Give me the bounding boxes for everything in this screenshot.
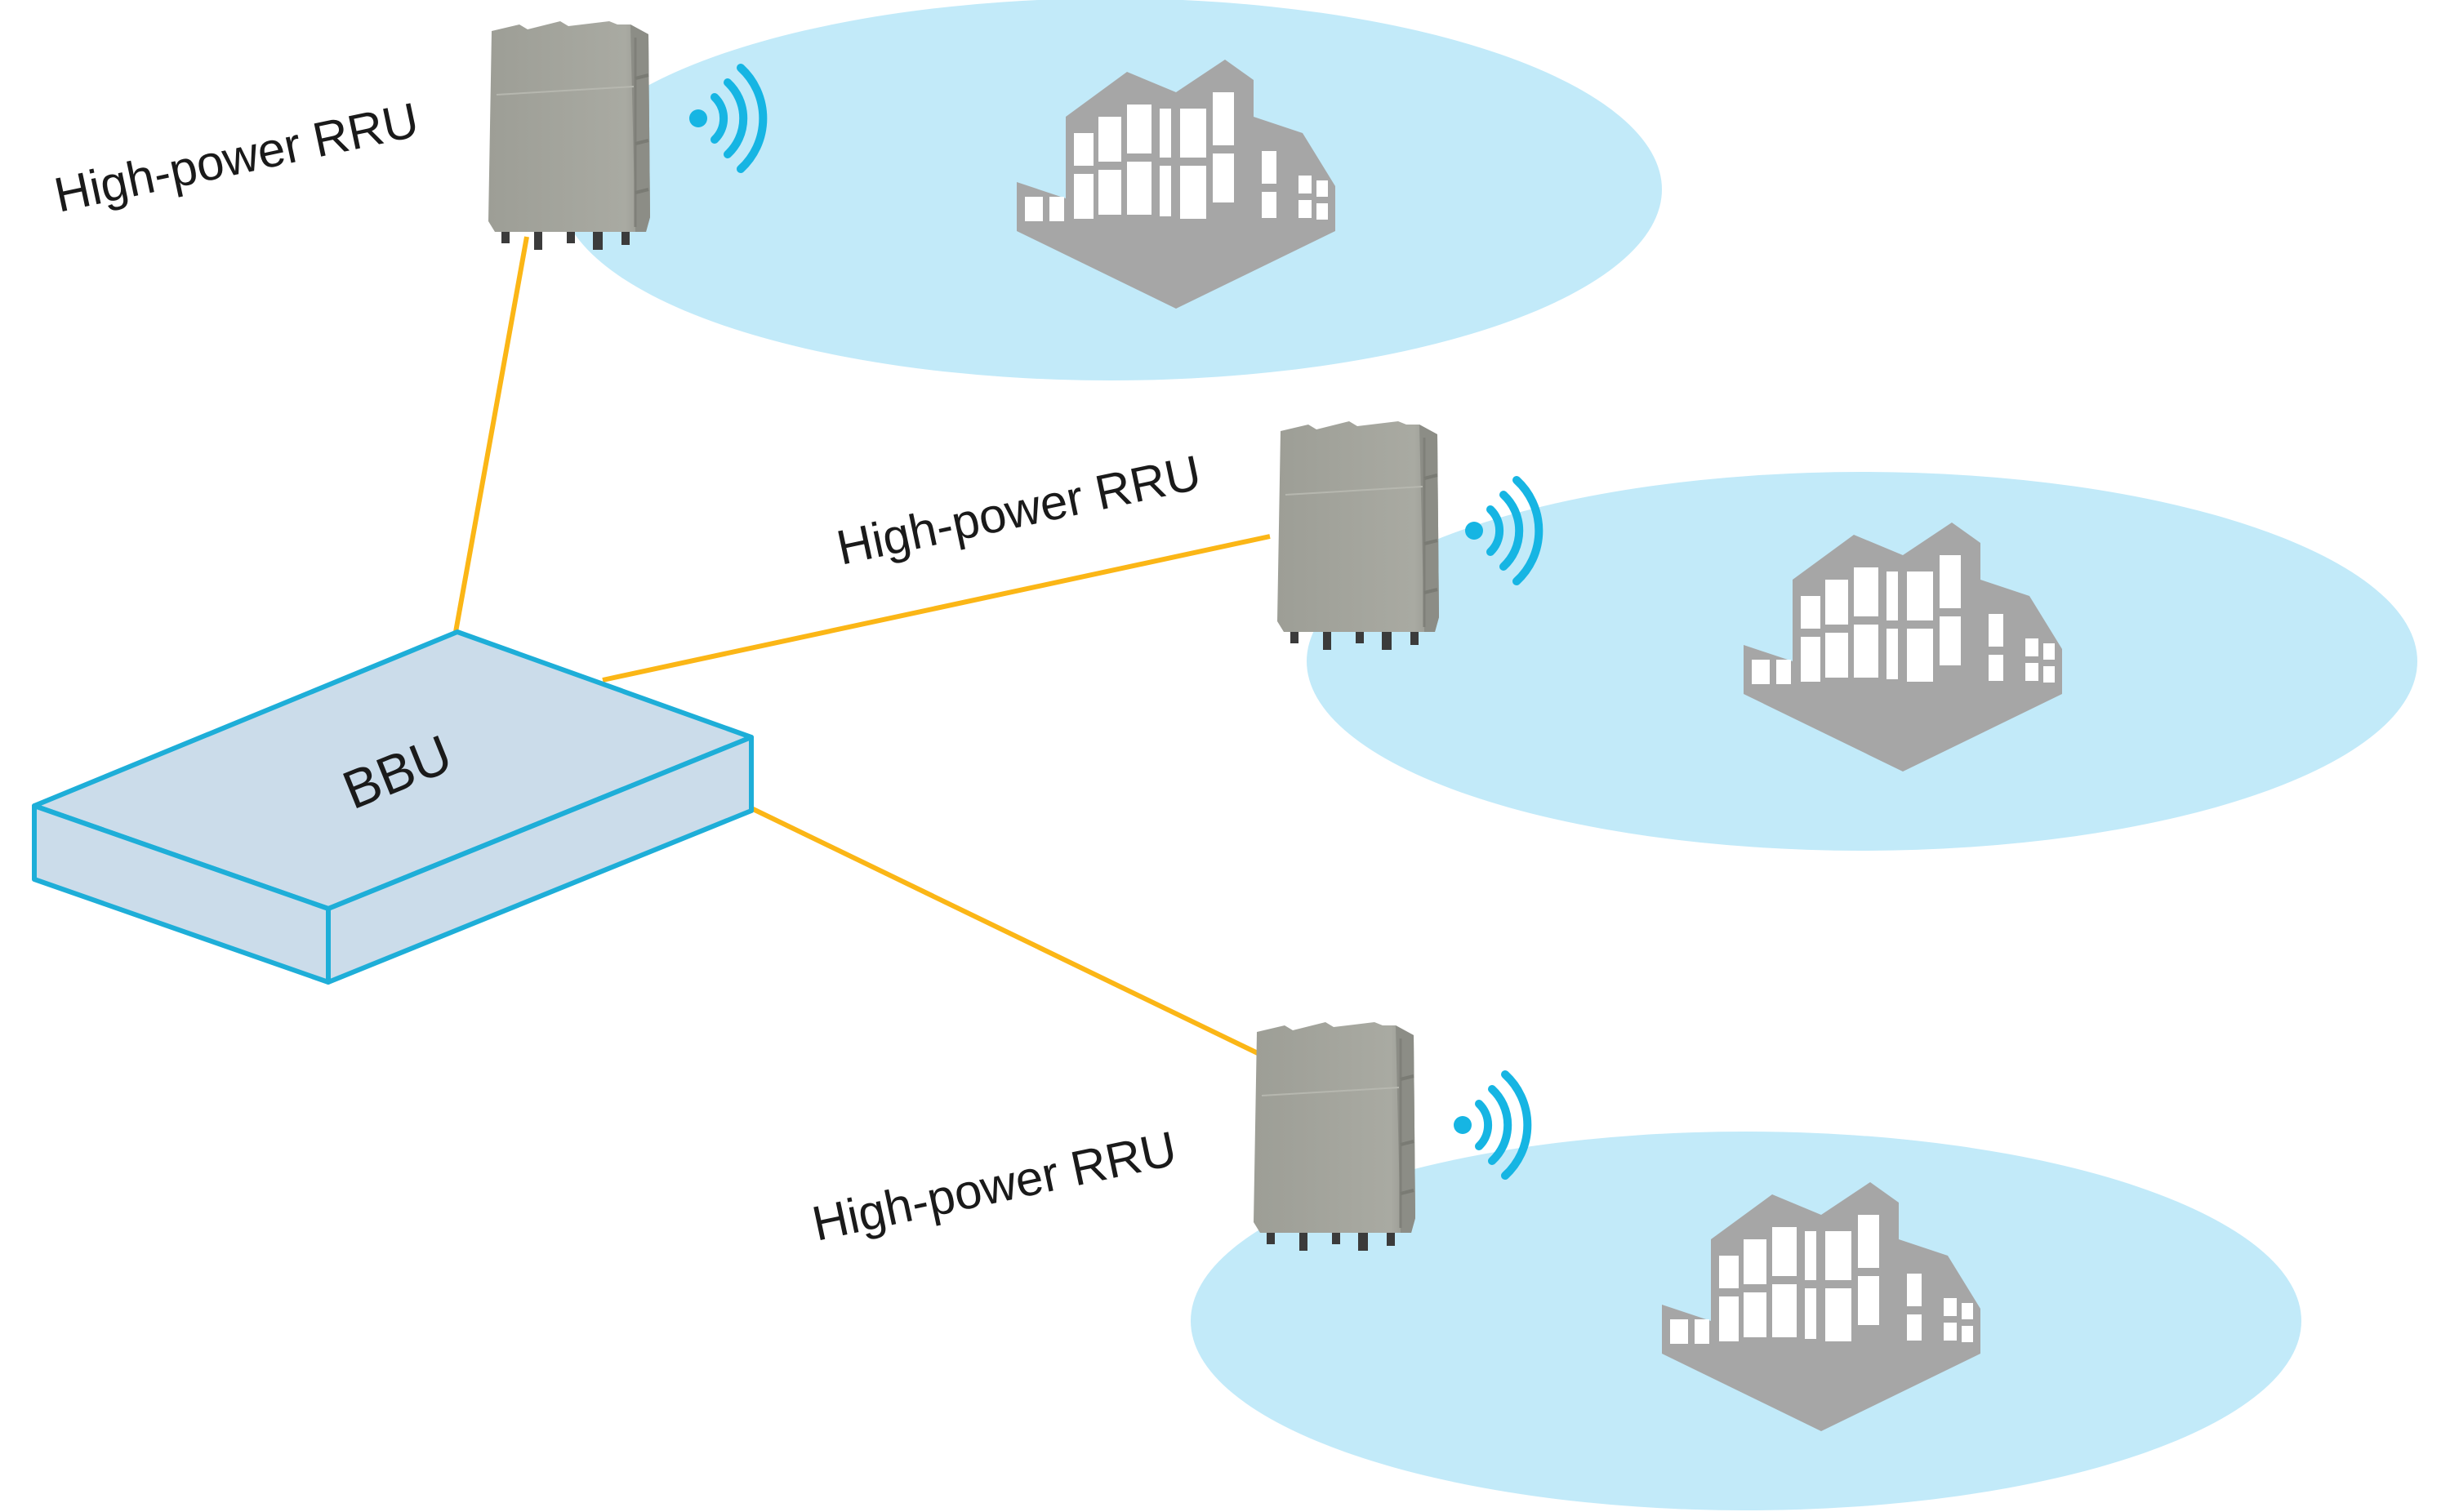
- rru-unit-icon: [1276, 420, 1441, 651]
- fiber-link: [750, 806, 1259, 1056]
- fiber-link: [602, 534, 1271, 683]
- rru-label: High-power RRU: [50, 92, 423, 223]
- rru-label: High-power RRU: [832, 445, 1205, 576]
- rru-unit-icon: [487, 20, 652, 251]
- fiber-link: [453, 236, 529, 633]
- rru-label: High-power RRU: [808, 1121, 1181, 1252]
- rru-unit-icon: [1252, 1021, 1417, 1252]
- bbu-box-icon: [32, 629, 754, 985]
